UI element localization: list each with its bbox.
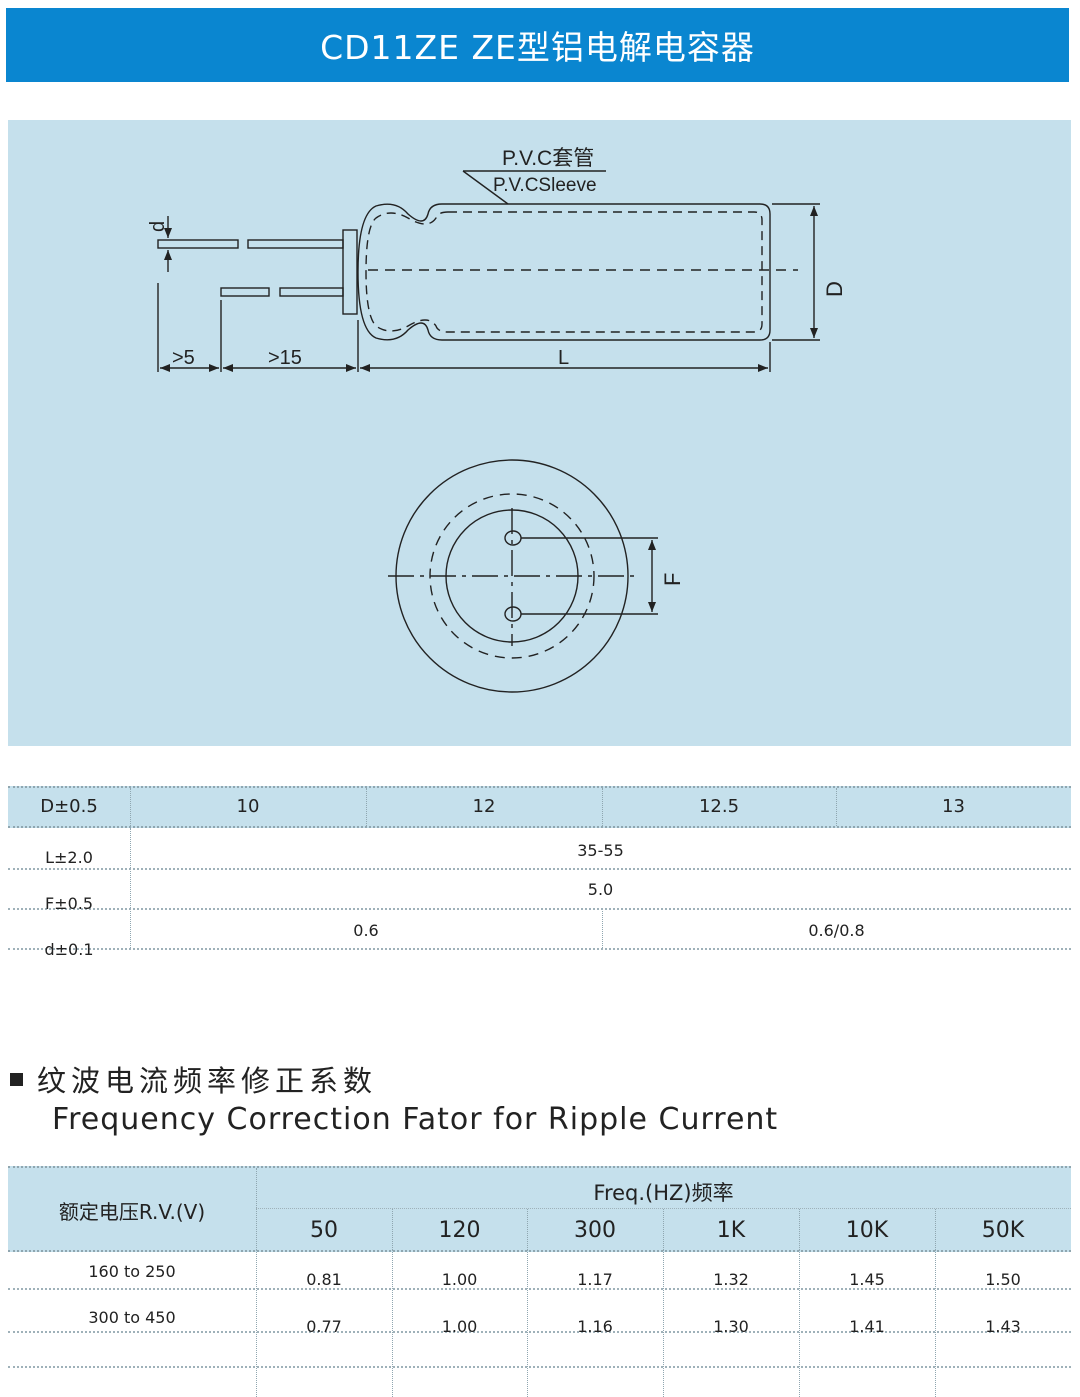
lead-top-segment-1 <box>157 239 239 249</box>
freq-col-1k: 1K <box>716 1218 746 1243</box>
dim-F-label: F <box>660 573 685 586</box>
lead-hole-top <box>504 530 522 546</box>
row-label-d: d±0.1 <box>44 940 94 959</box>
rv-header: 额定电压R.V.(V) <box>58 1200 206 1224</box>
section-title-cn: 纹波电流频率修正系数 <box>37 1064 378 1098</box>
sleeve-dashed-outline <box>365 211 763 333</box>
row2-val-120: 1.00 <box>441 1317 478 1336</box>
freq-header: Freq.(HZ)频率 <box>593 1181 734 1205</box>
dim-15-label: >15 <box>268 347 302 369</box>
row-value-d-small: 0.6 <box>353 921 379 940</box>
lead-hole-bottom <box>504 606 522 622</box>
row2-val-1k: 1.30 <box>713 1317 749 1336</box>
freq-col-50k: 50K <box>981 1218 1025 1243</box>
dim-5-label: >5 <box>172 347 195 369</box>
capacitor-body-outline <box>357 203 771 341</box>
row1-val-10k: 1.45 <box>849 1270 885 1289</box>
row1-val-1k: 1.32 <box>713 1270 749 1289</box>
row1-label: 160 to 250 <box>88 1262 176 1281</box>
freq-col-300: 300 <box>574 1218 616 1243</box>
row2-val-50: 0.77 <box>306 1317 342 1336</box>
row-label-F: F±0.5 <box>44 894 94 913</box>
row-value-d-large: 0.6/0.8 <box>808 921 865 940</box>
freq-col-50: 50 <box>310 1218 338 1243</box>
capacitor-diagram: P.V.C套管 P.V.CSleeve d >5 >15 L D F <box>8 120 1071 746</box>
dim-L-label: L <box>558 347 569 369</box>
dim-d-label: d <box>147 221 169 232</box>
row2-val-300: 1.16 <box>577 1317 613 1336</box>
freq-col-10k: 10K <box>845 1218 889 1243</box>
row1-val-120: 1.00 <box>441 1270 478 1289</box>
row1-val-300: 1.17 <box>577 1270 613 1289</box>
dimension-table-header: D±0.5 10 12 12.5 13 <box>8 786 1071 828</box>
freq-table-header: 额定电压R.V.(V) Freq.(HZ)频率 50 120 300 1K 10… <box>8 1166 1071 1252</box>
sleeve-label-cn: P.V.C套管 <box>502 147 594 170</box>
bullet-square-icon <box>10 1072 23 1086</box>
dimension-table: D±0.5 10 12 12.5 13 L±2.0 35-55 F±0.5 5.… <box>8 786 1071 998</box>
sleeve-leader-line <box>462 170 509 205</box>
row-value-L: 35-55 <box>577 841 624 860</box>
row1-val-50k: 1.50 <box>985 1270 1021 1289</box>
header-col-10: 10 <box>236 796 260 817</box>
row-value-F: 5.0 <box>587 880 614 899</box>
page-title: CD11ZE ZE型铝电解电容器 <box>320 28 755 67</box>
section-title-en: Frequency Correction Fator for Ripple Cu… <box>52 1102 779 1137</box>
header-col-13: 13 <box>942 796 965 817</box>
dim-D-label: D <box>822 281 847 297</box>
page-title-bar: CD11ZE ZE型铝电解电容器 <box>6 8 1069 82</box>
header-label-D: D±0.5 <box>40 796 98 817</box>
row2-val-10k: 1.41 <box>849 1317 885 1336</box>
capacitor-drawing: P.V.C套管 P.V.CSleeve d >5 >15 L D F <box>147 147 847 693</box>
freq-col-120: 120 <box>438 1218 481 1243</box>
lead-bottom-segment-2 <box>279 287 344 297</box>
lead-top-segment-2 <box>247 239 344 249</box>
row2-label: 300 to 450 <box>88 1308 176 1327</box>
frequency-correction-table: 额定电压R.V.(V) Freq.(HZ)频率 50 120 300 1K 10… <box>8 1166 1071 1397</box>
seal-plate <box>342 229 358 315</box>
row-label-L: L±2.0 <box>45 848 93 867</box>
row2-val-50k: 1.43 <box>985 1317 1021 1336</box>
row1-val-50: 0.81 <box>306 1270 342 1289</box>
sleeve-label-en: P.V.CSleeve <box>493 175 597 196</box>
header-col-12: 12 <box>472 796 496 817</box>
section-title-cn-row: 纹波电流频率修正系数 <box>10 1058 377 1100</box>
dimension-table-body: L±2.0 35-55 F±0.5 5.0 d±0.1 0.6 0.6/0.8 <box>8 828 1071 998</box>
lead-bottom-segment-1 <box>220 287 270 297</box>
header-col-12-5: 12.5 <box>698 796 740 817</box>
